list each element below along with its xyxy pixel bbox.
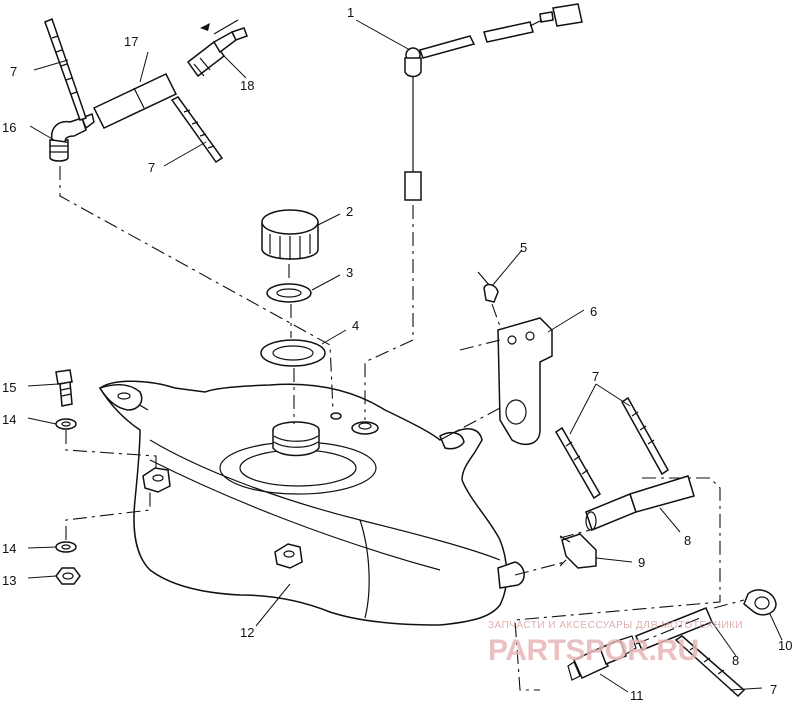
hose-clamp-tie: [621, 396, 669, 476]
watermark-caption: ЗАПЧАСТИ И АКСЕССУАРЫ ДЛЯ МОТОТЕХНИКИ: [488, 620, 743, 631]
shutoff-valve: [567, 635, 637, 681]
callout-5: 5: [520, 240, 527, 255]
callout-9: 9: [638, 555, 645, 570]
callout-1: 1: [347, 5, 354, 20]
callout-15: 15: [2, 380, 16, 395]
callout-18: 18: [240, 78, 254, 93]
tank-bracket: [497, 317, 553, 446]
hose-clamp-tie: [44, 17, 87, 121]
hose-clamp: [743, 589, 777, 616]
filler-neck-gasket: [260, 339, 326, 367]
bracket-screw-line: [491, 303, 503, 333]
callout-17: 17: [124, 34, 138, 49]
hose-clamp-tie: [674, 635, 746, 698]
callout-4: 4: [352, 318, 359, 333]
callout-7: 7: [10, 64, 17, 79]
callout-6: 6: [590, 304, 597, 319]
callout-7: 7: [770, 682, 777, 697]
fuel-hose: [585, 475, 695, 531]
bracket-screw: [477, 271, 499, 303]
sender-alignment-line: [364, 205, 414, 420]
tank-mounting-tab-rear: [274, 543, 303, 569]
callout-14: 14: [2, 412, 16, 427]
callout-10: 10: [778, 638, 792, 653]
bracket-mount-line: [439, 339, 501, 441]
vent-fitting-boss: [330, 412, 342, 420]
callout-11: 11: [630, 688, 644, 703]
washer: [55, 418, 77, 430]
lower-line-routing: [635, 599, 745, 645]
elbow-fitting: [559, 533, 597, 569]
callout-8: 8: [684, 533, 691, 548]
vent-line-routing: [59, 166, 334, 411]
callout-7: 7: [592, 369, 599, 384]
fuel-filler-neck: [272, 421, 320, 457]
watermark: ЗАПЧАСТИ И АКСЕССУАРЫ ДЛЯ МОТОТЕХНИКИ PA…: [488, 620, 743, 667]
callout-13: 13: [2, 573, 16, 588]
callout-16: 16: [2, 120, 16, 135]
hex-nut: [55, 567, 81, 585]
outlet-line-routing: [514, 477, 721, 691]
hose-clamp-tie: [554, 426, 602, 500]
sender-mount-boss: [351, 421, 379, 435]
hose-clamp-tie: [170, 96, 224, 164]
tank-mounting-tab-front: [142, 467, 171, 493]
tank-mounting-ear: [98, 384, 143, 411]
callout-14: 14: [2, 541, 16, 556]
leader-lines: [27, 19, 783, 693]
inline-fuel-filter: [186, 19, 248, 78]
callout-7: 7: [148, 160, 155, 175]
callout-3: 3: [346, 265, 353, 280]
callout-8: 8: [732, 653, 739, 668]
fuel-cap: [261, 209, 319, 260]
fuel-level-sender: [404, 3, 583, 201]
fuel-hose: [92, 73, 178, 129]
fuel-tank: [98, 380, 525, 626]
cap-alignment-line: [288, 264, 295, 424]
callout-12: 12: [240, 625, 254, 640]
watermark-brand: PARTSPOR.RU: [488, 634, 699, 667]
bolt-path-line: [65, 430, 157, 540]
cap-seal: [266, 283, 312, 303]
callout-2: 2: [346, 204, 353, 219]
mounting-bolt: [55, 369, 73, 407]
vent-elbow-fitting: [49, 112, 95, 162]
washer: [55, 541, 77, 553]
